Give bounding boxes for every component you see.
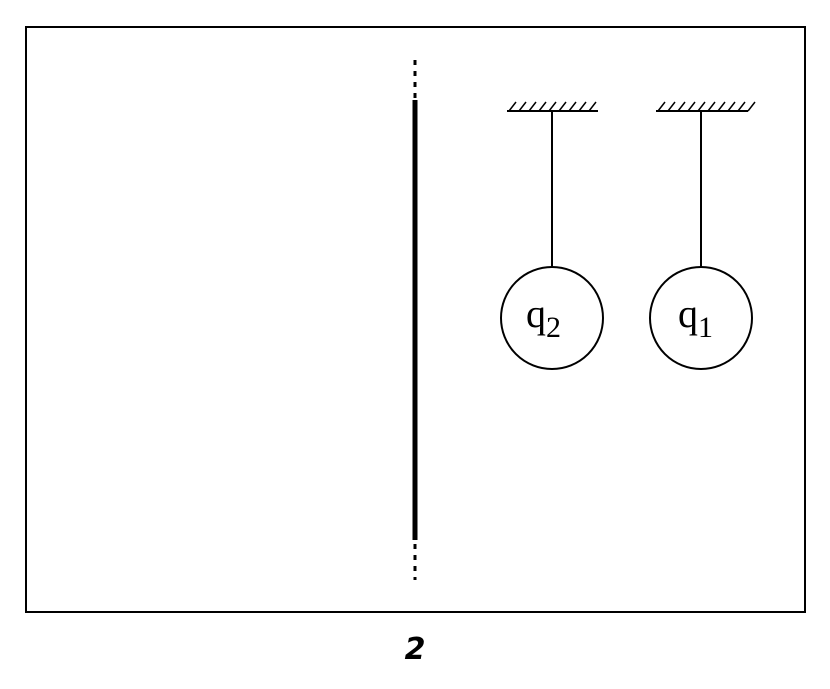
- ceiling-hatch: [747, 101, 756, 112]
- ceiling-hatch: [508, 101, 517, 112]
- ceiling-hatch: [697, 101, 706, 112]
- ceiling-hatch: [588, 101, 597, 112]
- diagram-canvas: q2 q1: [25, 26, 806, 613]
- ceiling-hatch: [538, 101, 547, 112]
- ball-q1: q1: [649, 266, 753, 370]
- ceiling-hatch: [518, 101, 527, 112]
- ceiling-support-right: [656, 101, 756, 112]
- ceiling-hatch: [568, 101, 577, 112]
- ceiling-hatch: [528, 101, 537, 112]
- ceiling-hatch: [578, 101, 587, 112]
- ceiling-hatch: [558, 101, 567, 112]
- figure-number: 2: [404, 632, 426, 667]
- ceiling-hatch: [657, 101, 666, 112]
- ceiling-hatch: [548, 101, 557, 112]
- ceiling-hatch: [727, 101, 736, 112]
- ceiling-hatch: [707, 101, 716, 112]
- ball-q2-label: q2: [526, 291, 561, 344]
- ceiling-hatch: [717, 101, 726, 112]
- ceiling-hatch: [677, 101, 686, 112]
- ball-q2: q2: [500, 266, 604, 370]
- ceiling-hatch: [687, 101, 696, 112]
- ceiling-hatch: [737, 101, 746, 112]
- ball-q1-circle: [649, 266, 753, 370]
- ball-q1-label: q1: [678, 291, 713, 344]
- diagram-frame: [25, 26, 806, 613]
- ball-q2-circle: [500, 266, 604, 370]
- ceiling-hatch: [667, 101, 676, 112]
- ceiling-support-left: [507, 101, 598, 112]
